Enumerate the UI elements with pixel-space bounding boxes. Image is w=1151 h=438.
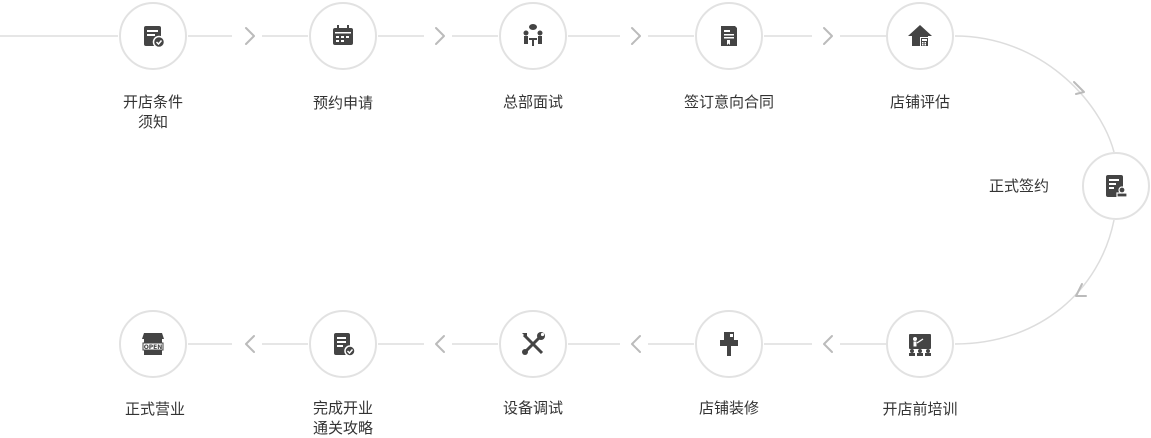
step-label-2: 预约申请: [312, 94, 373, 112]
step-label-6: 正式签约: [989, 177, 1050, 195]
step-label-3: 总部面试: [502, 93, 563, 111]
training-board-icon: [909, 334, 931, 356]
arrow-left-icon: [435, 335, 445, 353]
step-label-9: 设备调试: [502, 399, 563, 417]
arrow-right-icon: [245, 27, 255, 45]
arrow-left-icon: [631, 335, 641, 353]
open-sign-text: OPEN: [144, 344, 163, 351]
arrow-right-icon: [435, 27, 445, 45]
arrow-curve-icon: [1073, 81, 1085, 95]
house-calculator-icon: [908, 25, 932, 47]
step-node-7: [886, 310, 954, 378]
arrow-left-icon: [245, 335, 255, 353]
open-shop-icon: OPEN: [142, 333, 164, 355]
step-node-8: [695, 310, 763, 378]
step-label-11: 正式营业: [124, 400, 185, 418]
arrow-curve-icon: [1075, 283, 1087, 297]
step-label-1: 开店条件须知: [122, 93, 183, 131]
step-label-8: 店铺装修: [698, 399, 759, 417]
arrow-left-icon: [823, 335, 833, 353]
interview-icon: [523, 24, 543, 46]
arrow-right-icon: [823, 27, 833, 45]
notice-check-icon: [144, 26, 166, 49]
step-node-1: [119, 2, 187, 70]
step-node-3: [499, 2, 567, 70]
step-node-6: [1082, 152, 1150, 220]
flow-arrows: [245, 27, 1087, 353]
arrow-right-icon: [631, 27, 641, 45]
step-label-5: 店铺评估: [889, 93, 950, 111]
step-label-4: 签订意向合同: [683, 93, 774, 111]
step-node-11: OPEN: [119, 310, 187, 378]
step-node-4: [695, 2, 763, 70]
step-node-10: [309, 310, 377, 378]
paint-brush-icon: [720, 332, 738, 356]
step-label-7: 开店前培训: [882, 400, 958, 418]
tools-icon: [522, 332, 545, 355]
connector-lines: [0, 35, 1115, 345]
checklist-icon: [334, 333, 356, 357]
contract-book-icon: [721, 26, 737, 46]
step-label-10: 完成开业通关攻略: [312, 399, 373, 437]
step-node-2: [309, 2, 377, 70]
calendar-icon: [333, 25, 353, 45]
step-node-5: [886, 2, 954, 70]
step-node-9: [499, 310, 567, 378]
sign-document-icon: [1106, 175, 1128, 198]
